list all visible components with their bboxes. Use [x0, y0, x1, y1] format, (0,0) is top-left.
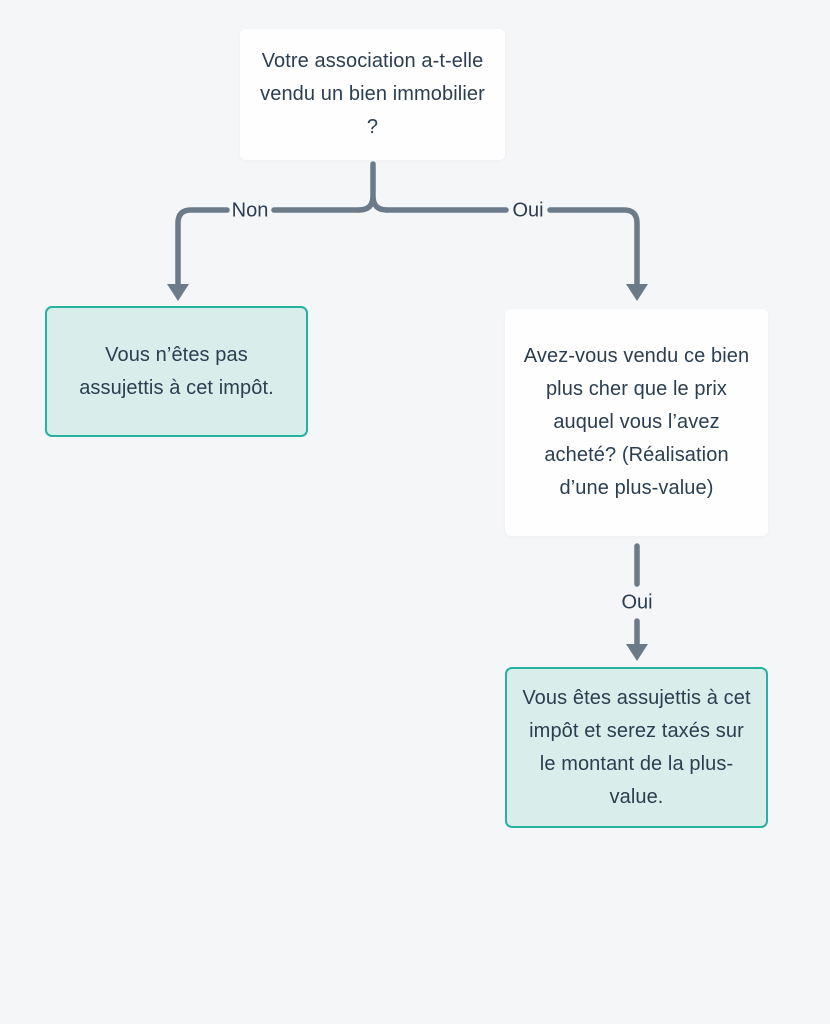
node-result-assujettis: Vous êtes assujettis à cet impôt et sere…	[505, 667, 768, 828]
node-result-non-assujettis: Vous n’êtes pas assujettis à cet impôt.	[45, 306, 308, 437]
arrow-down-icon	[167, 284, 189, 301]
edge-label-oui-down-text: Oui	[621, 591, 653, 614]
edge-label-oui-branch-text: Oui	[512, 199, 544, 222]
edge-label-non-text: Non	[231, 199, 269, 222]
arrow-down-icon	[626, 284, 648, 301]
node-question-plus-value: Avez-vous vendu ce bien plus cher que le…	[505, 309, 768, 536]
edge-label-oui-down: Oui	[621, 592, 652, 615]
arrow-down-icon	[626, 644, 648, 661]
edge-root-stem	[356, 161, 390, 213]
node-result-assujettis-text: Vous êtes assujettis à cet impôt et sere…	[522, 686, 751, 808]
node-question-bien-immobilier: Votre association a-t-elle vendu un bien…	[240, 29, 505, 160]
edge-label-non: Non	[232, 200, 269, 223]
edge-non-path	[175, 207, 362, 287]
node-question-plus-value-text: Avez-vous vendu ce bien plus cher que le…	[523, 345, 750, 499]
node-result-non-assujettis-text: Vous n’êtes pas assujettis à cet impôt.	[79, 343, 274, 399]
edge-label-oui-branch: Oui	[512, 200, 543, 223]
node-question-bien-immobilier-text: Votre association a-t-elle vendu un bien…	[260, 50, 485, 138]
